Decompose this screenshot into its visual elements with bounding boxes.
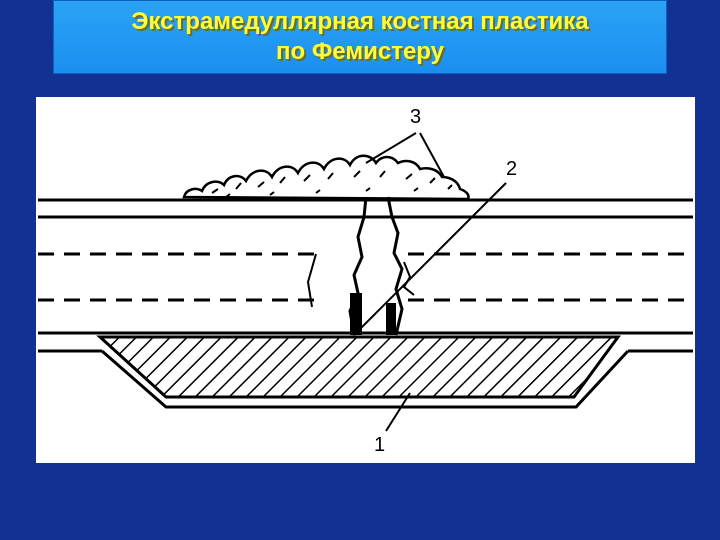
label-3: 3 [410,106,421,128]
fracture-fragment-right [402,261,415,296]
leader-line-3-left [365,132,417,164]
fracture-dark-fragment-left [350,293,362,335]
callus-formation [182,154,470,201]
graft-bed-outline [101,349,630,409]
slide-title-line-2: по Фемистеру [276,38,444,65]
title-box: Экстрамедуллярная костная пластика по Фе… [53,0,667,74]
label-2: 2 [506,158,517,180]
callus-texture [211,170,453,198]
leader-line-3-right [419,132,445,178]
figure-panel: 3 2 1 [36,97,695,463]
slide-title-line-1: Экстрамедуллярная костная пластика [131,8,589,35]
bone-grafting-diagram: 3 2 1 [38,106,693,456]
fracture-gap-right-edge [386,196,404,336]
fracture-fragment-left [306,253,317,308]
bone-graft-hatched [96,335,621,399]
fracture-dark-fragment-right [386,303,396,335]
leader-line-1 [385,392,411,432]
leader-line-2 [353,182,507,336]
label-1: 1 [374,434,385,456]
